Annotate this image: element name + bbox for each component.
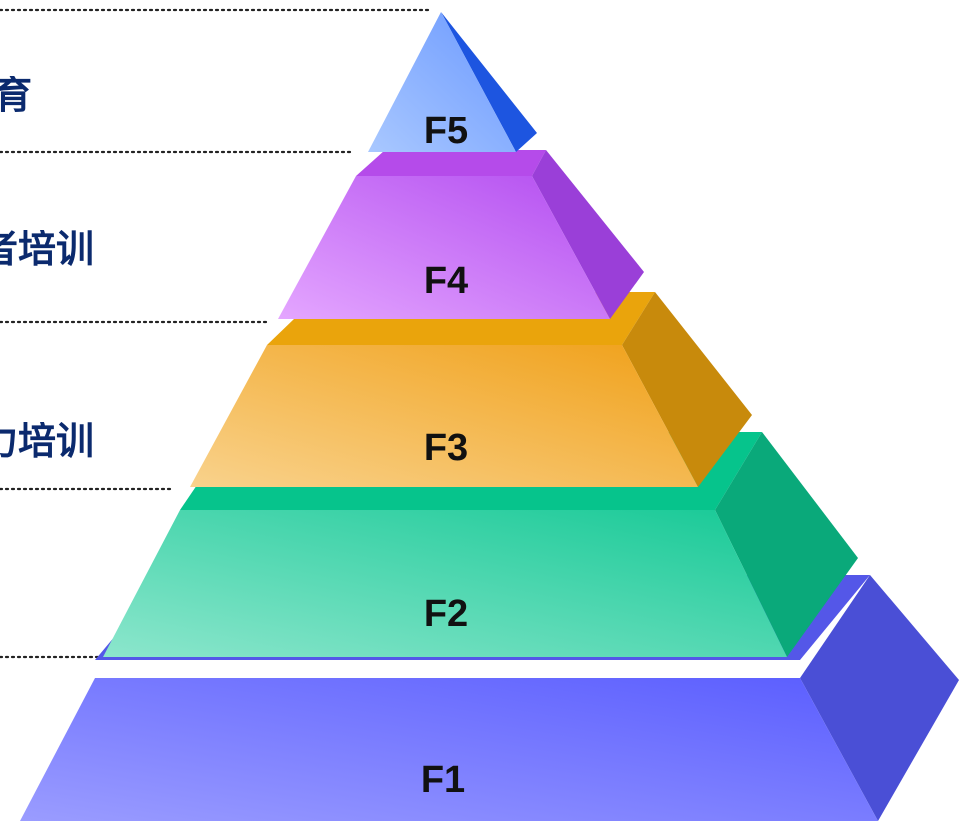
level-f5-label: F5	[424, 110, 468, 152]
side-label-1: 育	[0, 73, 33, 117]
level-f4-side-face	[532, 150, 644, 319]
level-f5-side-face	[441, 12, 537, 152]
level-f1-front-face	[20, 678, 878, 821]
level-f4-label: F4	[424, 260, 468, 302]
side-label-3: 力培训	[0, 419, 95, 463]
level-f3-front-face	[190, 345, 698, 487]
level-f5-front-face	[368, 12, 516, 152]
level-f3-side-face	[622, 292, 752, 487]
pyramid-level-f3: F3	[190, 292, 752, 487]
level-f1-label: F1	[421, 759, 465, 801]
pyramid-level-f4: F4	[278, 150, 644, 319]
separator-lines	[0, 8, 434, 659]
pyramid-level-f5: F5	[368, 12, 537, 152]
level-f3-label: F3	[424, 427, 468, 469]
side-label-2: 者培训	[0, 227, 95, 271]
level-f4-front-face	[278, 176, 610, 319]
level-f2-label: F2	[424, 593, 468, 635]
level-f2-front-face	[103, 510, 787, 657]
level-f4-top-face	[356, 150, 546, 176]
level-f1-side-face	[800, 575, 959, 821]
level-f2-side-face	[715, 432, 858, 657]
